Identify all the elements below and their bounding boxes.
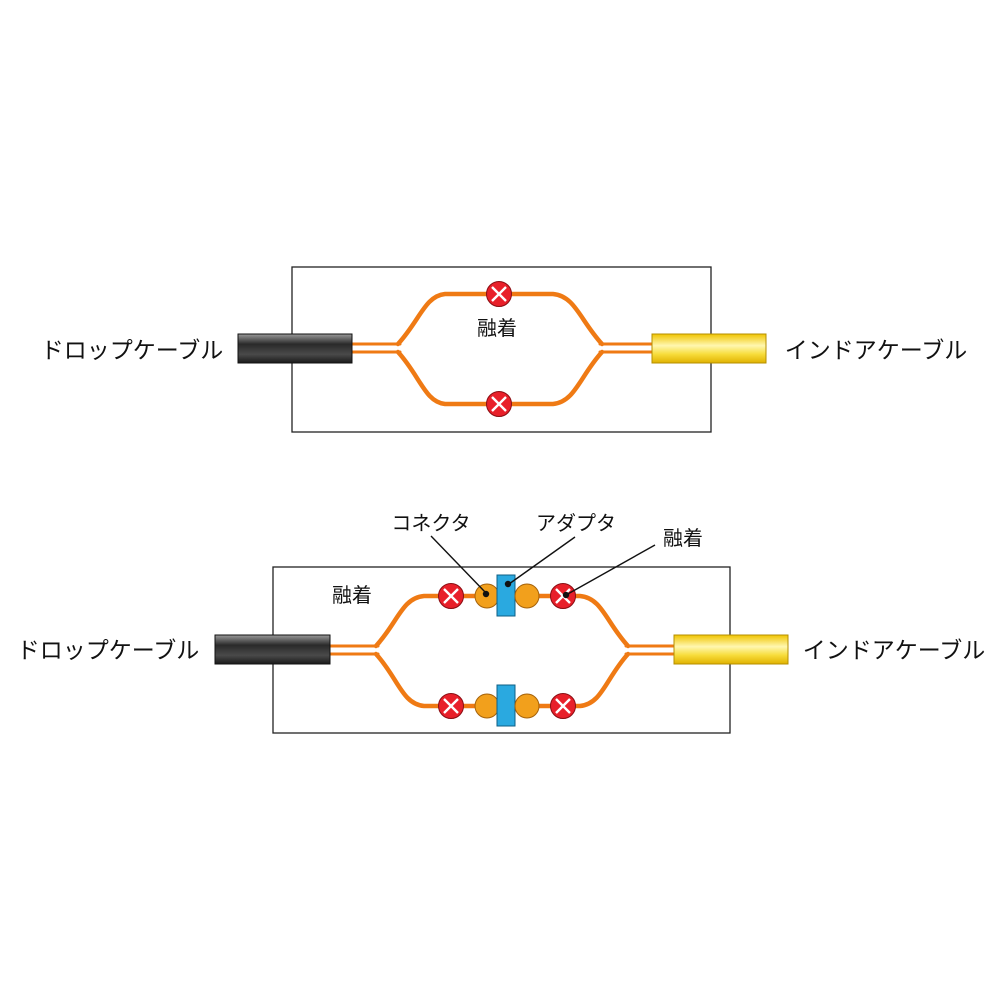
- indoor-cable-label: インドアケーブル: [785, 338, 968, 364]
- drop-cable-label: ドロップケーブル: [17, 638, 200, 664]
- fusion-splice-icon: [438, 583, 464, 609]
- adapter-leader-dot: [504, 580, 512, 588]
- fusion-label: 融着: [663, 526, 703, 550]
- fusion-splice-icon: [438, 693, 464, 719]
- connector-leader-line: [430, 535, 487, 594]
- fusion-box-label: 融着: [332, 583, 372, 607]
- diagram-1: 融着 ドロップケーブル インドアケーブル: [41, 266, 968, 433]
- fusion-leader-line: [565, 544, 656, 596]
- fusion-splice-icon: [486, 391, 512, 417]
- fusion-splice-icon: [550, 693, 576, 719]
- diagram-2: コネクタ アダプタ 融着 融着 ドロップケーブル インドアケーブル: [17, 511, 986, 734]
- drop-cable-label: ドロップケーブル: [41, 338, 224, 364]
- adapter-leader-line: [508, 536, 576, 585]
- drop-cable: [214, 634, 331, 665]
- connector-label: コネクタ: [391, 511, 470, 535]
- adapter-icon: [496, 684, 516, 727]
- fusion-splice-icon: [486, 281, 512, 307]
- fiber-lower: [395, 349, 605, 407]
- indoor-cable: [673, 634, 789, 665]
- connector-leader-dot: [482, 590, 490, 598]
- drop-cable: [237, 333, 353, 364]
- indoor-cable-label: インドアケーブル: [803, 638, 986, 664]
- adapter-label: アダプタ: [536, 511, 616, 535]
- indoor-cable: [651, 333, 767, 364]
- connector-icon: [514, 583, 540, 609]
- connector-icon: [474, 693, 500, 719]
- fusion-leader-dot: [562, 591, 570, 599]
- fusion-label: 融着: [477, 316, 517, 340]
- connector-icon: [514, 693, 540, 719]
